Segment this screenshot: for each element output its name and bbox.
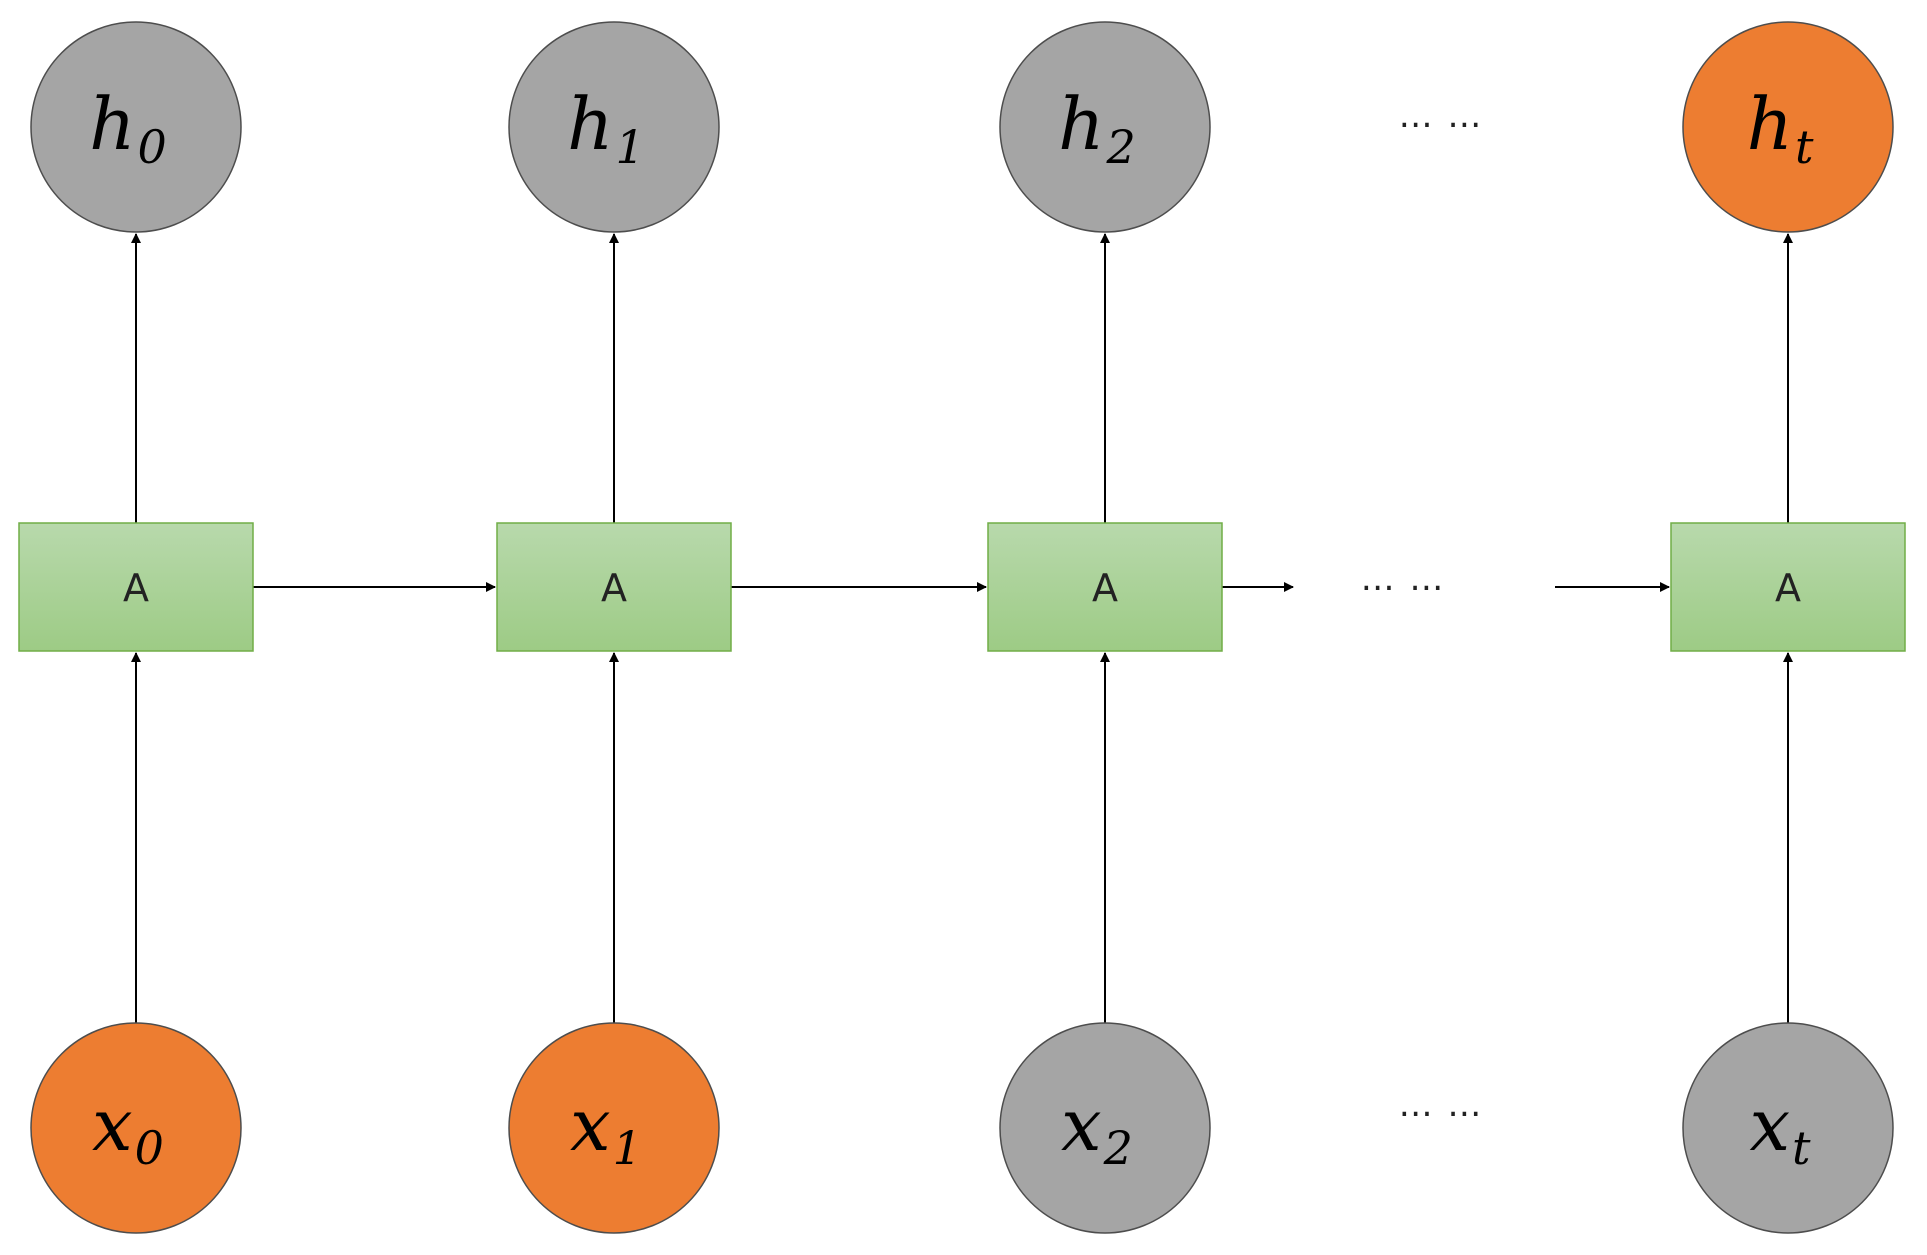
output-node-2-label: h2	[1058, 82, 1136, 174]
rnn-cell-box	[987, 522, 1223, 652]
rnn-cell-2: A	[987, 522, 1223, 652]
ellipsis-top: … …	[1399, 96, 1484, 136]
ellipsis-middle: … …	[1361, 559, 1446, 599]
rnn-cell-1: A	[496, 522, 732, 652]
input-node-0: x0	[30, 1022, 242, 1234]
input-node-3-circle	[1682, 1022, 1894, 1234]
input-node-3-label: xt	[1749, 1083, 1811, 1175]
input-node-2: x2	[999, 1022, 1211, 1234]
rnn-cell-0: A	[18, 522, 254, 652]
output-node-1-label: h1	[567, 82, 645, 174]
input-node-3: xt	[1682, 1022, 1894, 1234]
input-node-2-label: x2	[1061, 1083, 1133, 1175]
rnn-cell-label: A	[601, 566, 627, 610]
rnn-cell-box	[1670, 522, 1906, 652]
rnn-cell-box	[18, 522, 254, 652]
input-node-1-label: x1	[570, 1083, 642, 1175]
output-node-0-label: h0	[89, 82, 167, 174]
input-node-2-circle	[999, 1022, 1211, 1234]
rnn-cell-label: A	[123, 566, 149, 610]
input-node-0-circle	[30, 1022, 242, 1234]
continuation-ellipses: … … … … … …	[1361, 96, 1484, 1125]
rnn-cell-label: A	[1775, 566, 1801, 610]
rnn-cell-box	[496, 522, 732, 652]
output-node-1: h1	[508, 21, 720, 233]
output-node-3-circle	[1682, 21, 1894, 233]
input-node-0-label: x0	[92, 1083, 164, 1175]
rnn-cell-label: A	[1092, 566, 1118, 610]
output-node-2: h2	[999, 21, 1211, 233]
output-node-0: h0	[30, 21, 242, 233]
rnn-cell-3: A	[1670, 522, 1906, 652]
output-node-3-label: ht	[1747, 82, 1814, 174]
output-node-0-circle	[30, 21, 242, 233]
input-node-1-circle	[508, 1022, 720, 1234]
output-node-2-circle	[999, 21, 1211, 233]
output-node-1-circle	[508, 21, 720, 233]
state-nodes: h0 x0 h1 x1 h2 x2 ht xt	[30, 21, 1894, 1234]
input-node-1: x1	[508, 1022, 720, 1234]
connection-lines	[131, 233, 1793, 1023]
ellipsis-bottom: … …	[1399, 1085, 1484, 1125]
output-node-3: ht	[1682, 21, 1894, 233]
